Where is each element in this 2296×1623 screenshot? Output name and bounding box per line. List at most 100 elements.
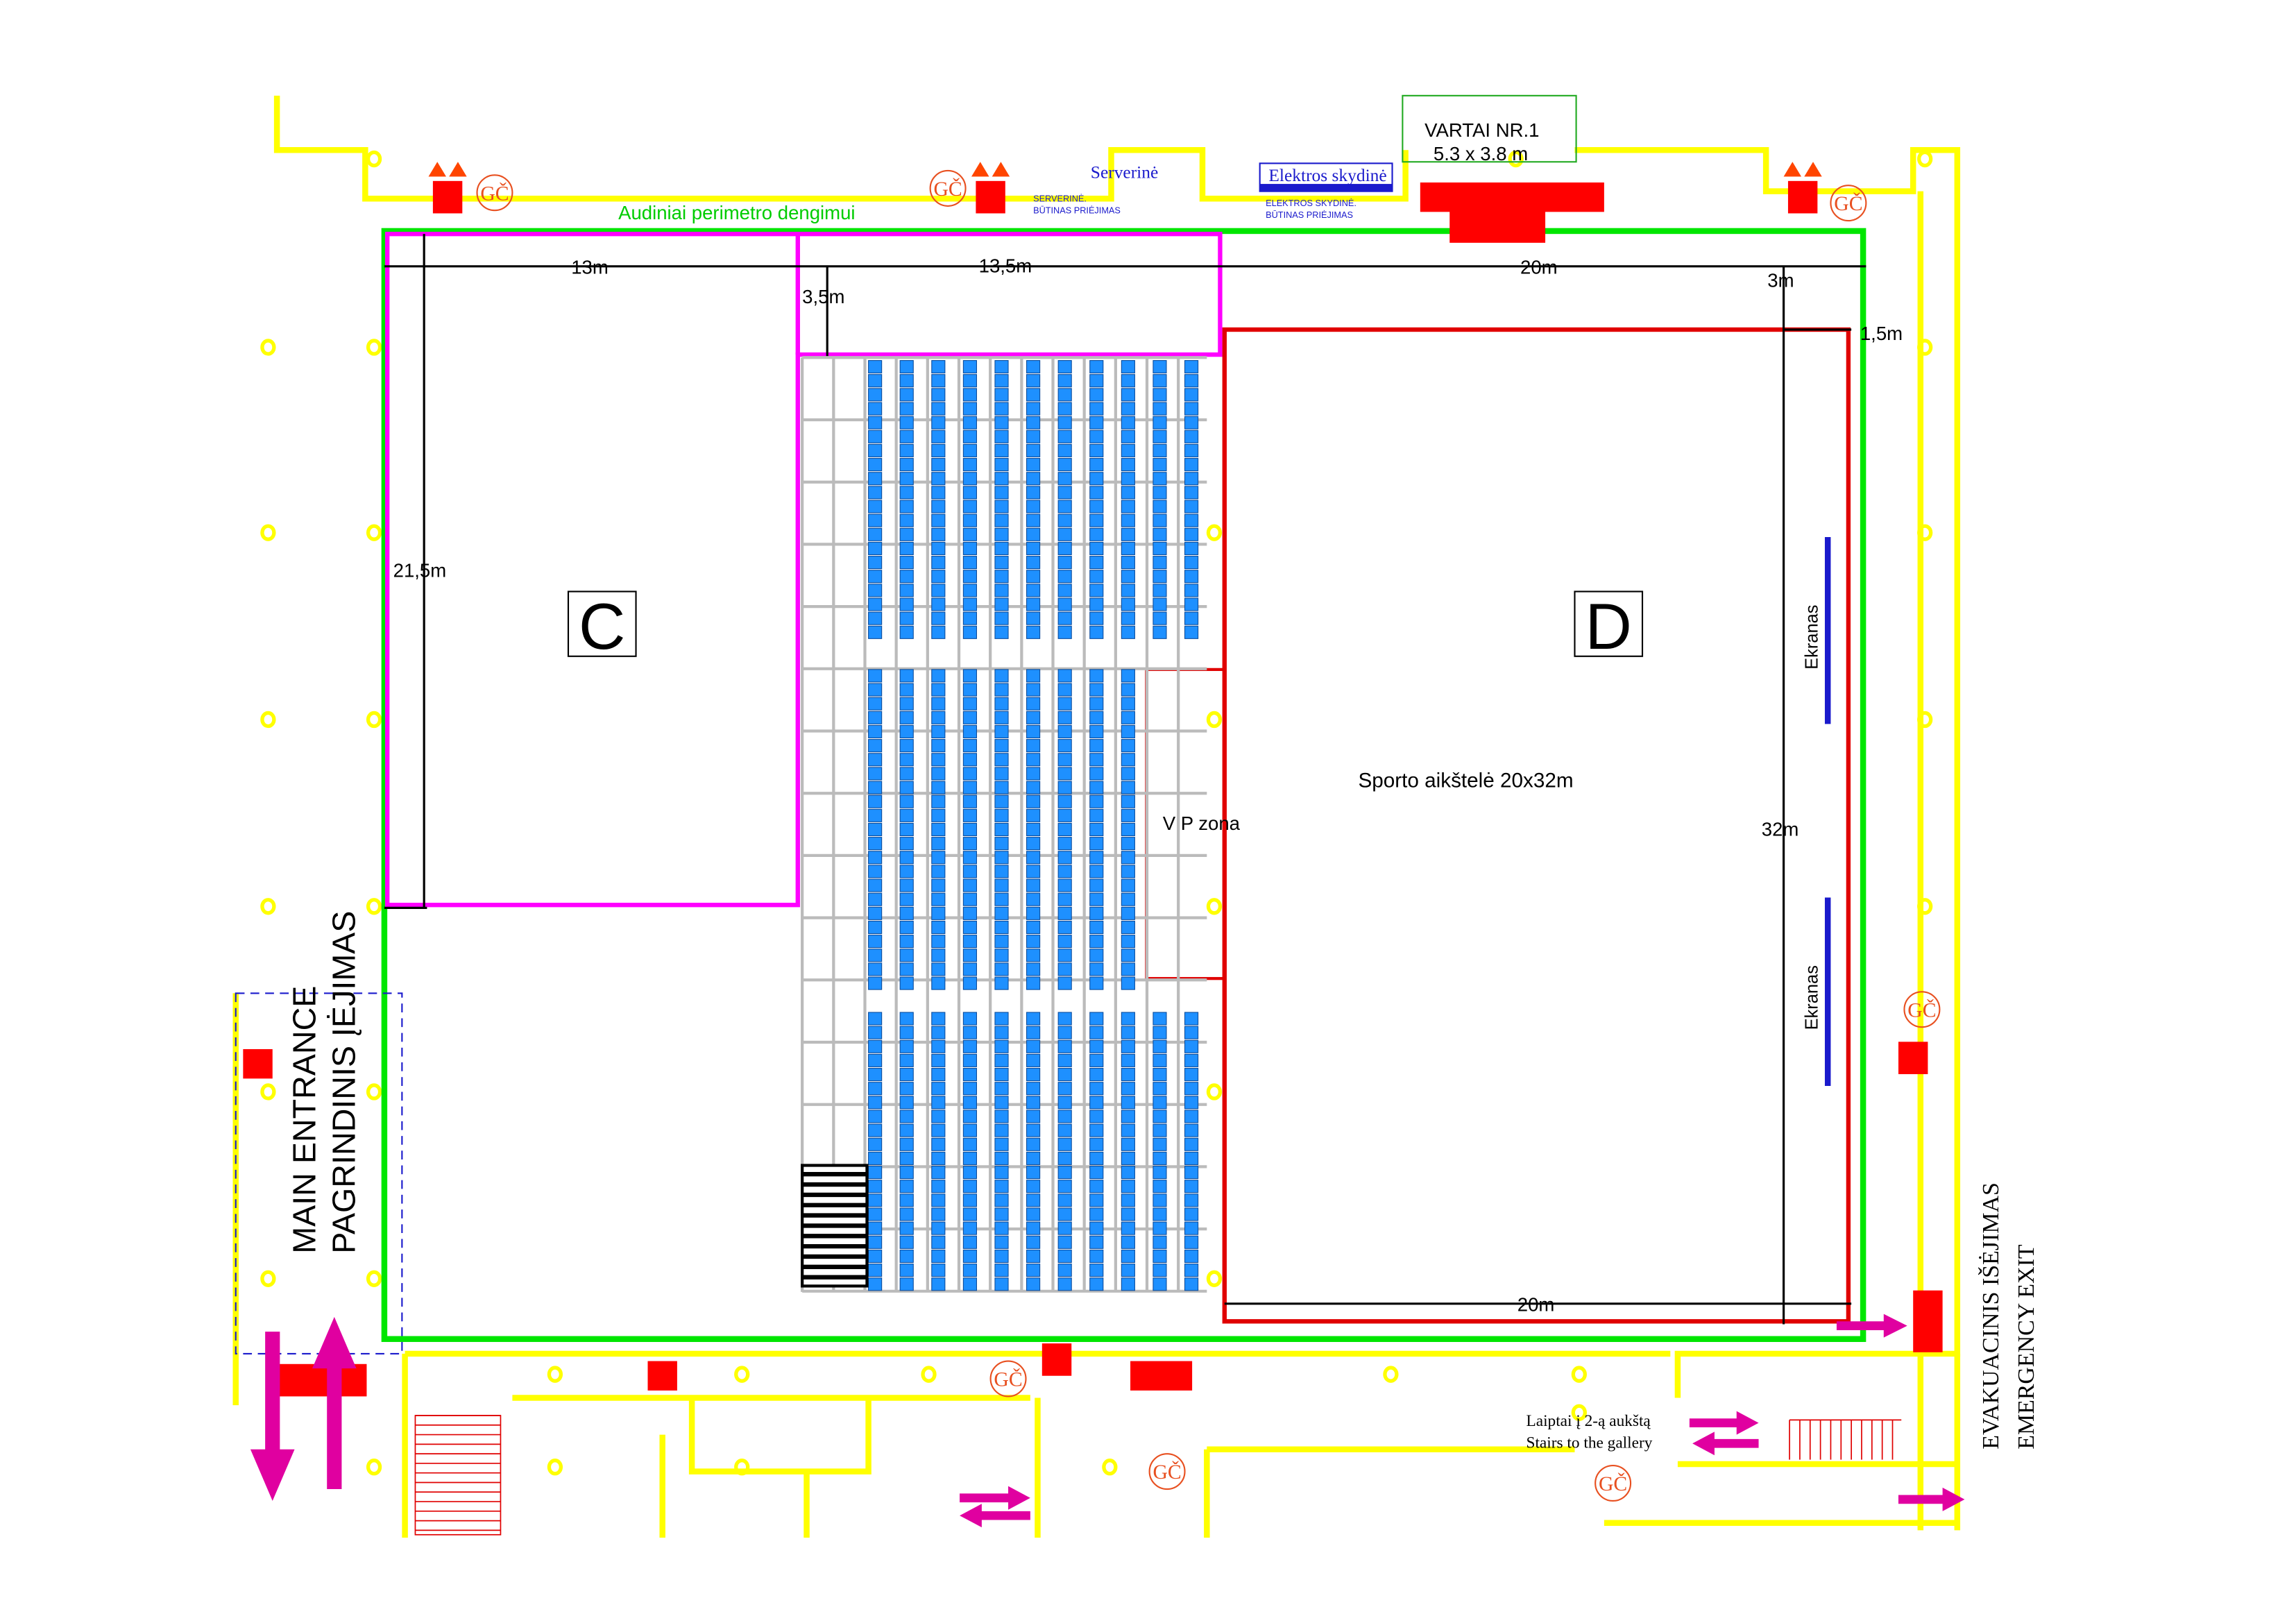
seat <box>994 500 1009 513</box>
seat <box>962 1180 977 1193</box>
alarm-icon <box>1783 162 1822 177</box>
seat <box>1026 1166 1041 1180</box>
seat <box>1057 402 1072 416</box>
seat <box>1089 486 1104 500</box>
seat <box>868 669 883 683</box>
seat <box>899 851 914 865</box>
seat <box>1121 1137 1135 1151</box>
extinguisher-label: GČ <box>994 1368 1022 1391</box>
seat <box>931 1110 946 1123</box>
seat <box>868 556 883 570</box>
seat <box>931 711 946 724</box>
seat <box>1026 808 1041 822</box>
seat <box>899 541 914 555</box>
seat <box>994 527 1009 541</box>
seat <box>962 1277 977 1291</box>
seat <box>899 739 914 753</box>
seat <box>962 837 977 851</box>
seat <box>1121 781 1135 794</box>
seat <box>899 1207 914 1221</box>
seat <box>1057 1012 1072 1026</box>
column <box>1206 1083 1223 1101</box>
seat <box>1184 625 1199 639</box>
seat <box>1057 1235 1072 1249</box>
seat <box>868 527 883 541</box>
seat <box>1121 1249 1135 1263</box>
seat <box>1121 1082 1135 1096</box>
seat <box>1026 1207 1041 1221</box>
seat <box>899 1096 914 1110</box>
seat <box>1057 697 1072 711</box>
column <box>260 1083 276 1101</box>
seat <box>1153 472 1167 486</box>
seat <box>994 458 1009 472</box>
seat <box>994 878 1009 892</box>
extinguisher-icon <box>1830 185 1867 222</box>
seat <box>962 1096 977 1110</box>
seat <box>1089 920 1104 935</box>
column <box>1917 711 1933 729</box>
seat <box>899 527 914 541</box>
seat <box>994 556 1009 570</box>
seat <box>1153 570 1167 584</box>
seat <box>931 416 946 430</box>
extinguisher-label: GČ <box>1153 1461 1181 1484</box>
seat <box>962 584 977 597</box>
seat <box>1121 822 1135 837</box>
column <box>260 711 276 729</box>
seat <box>1026 1277 1041 1291</box>
seat <box>1184 1053 1199 1067</box>
seat <box>899 1221 914 1235</box>
seat <box>1026 1264 1041 1277</box>
seat <box>1089 541 1104 555</box>
seat <box>962 822 977 837</box>
alarm-icon <box>428 162 467 177</box>
seat <box>962 865 977 878</box>
dim-c-height: 21,5m <box>393 559 447 581</box>
seat <box>1026 416 1041 430</box>
seat <box>1153 527 1167 541</box>
seat <box>1026 739 1041 753</box>
seat <box>994 374 1009 388</box>
seat <box>1057 1039 1072 1053</box>
dim-d-offset-right: 3m <box>1767 270 1794 291</box>
seat <box>994 920 1009 935</box>
main-entrance-lt: PAGRINDINIS ĮĖJIMAS <box>326 911 362 1254</box>
seat <box>931 935 946 949</box>
seat <box>868 1039 883 1053</box>
column <box>1206 711 1223 729</box>
seat <box>1026 781 1041 794</box>
seat <box>994 443 1009 457</box>
seat <box>931 458 946 472</box>
seat <box>994 1137 1009 1151</box>
seat <box>1089 430 1104 443</box>
seat <box>931 1012 946 1026</box>
seat <box>899 1110 914 1123</box>
seat <box>868 374 883 388</box>
seat <box>1121 949 1135 962</box>
seat <box>868 1137 883 1151</box>
seat <box>899 822 914 837</box>
seat <box>931 570 946 584</box>
seat <box>962 949 977 962</box>
column <box>547 1459 563 1476</box>
seat <box>1057 683 1072 697</box>
seat <box>931 513 946 527</box>
seat <box>994 1221 1009 1235</box>
seat <box>931 878 946 892</box>
seat <box>868 1110 883 1123</box>
seat <box>1089 822 1104 837</box>
seat <box>994 949 1009 962</box>
extinguisher-icon <box>989 1360 1027 1397</box>
seat <box>1089 1110 1104 1123</box>
seat <box>1089 472 1104 486</box>
seat <box>899 1180 914 1193</box>
seat <box>1089 1039 1104 1053</box>
seat <box>994 416 1009 430</box>
seat <box>962 486 977 500</box>
gate-frame <box>1402 94 1577 163</box>
extinguisher-label: GČ <box>1907 999 1936 1021</box>
seat <box>962 402 977 416</box>
seat <box>1026 976 1041 990</box>
seat <box>962 878 977 892</box>
